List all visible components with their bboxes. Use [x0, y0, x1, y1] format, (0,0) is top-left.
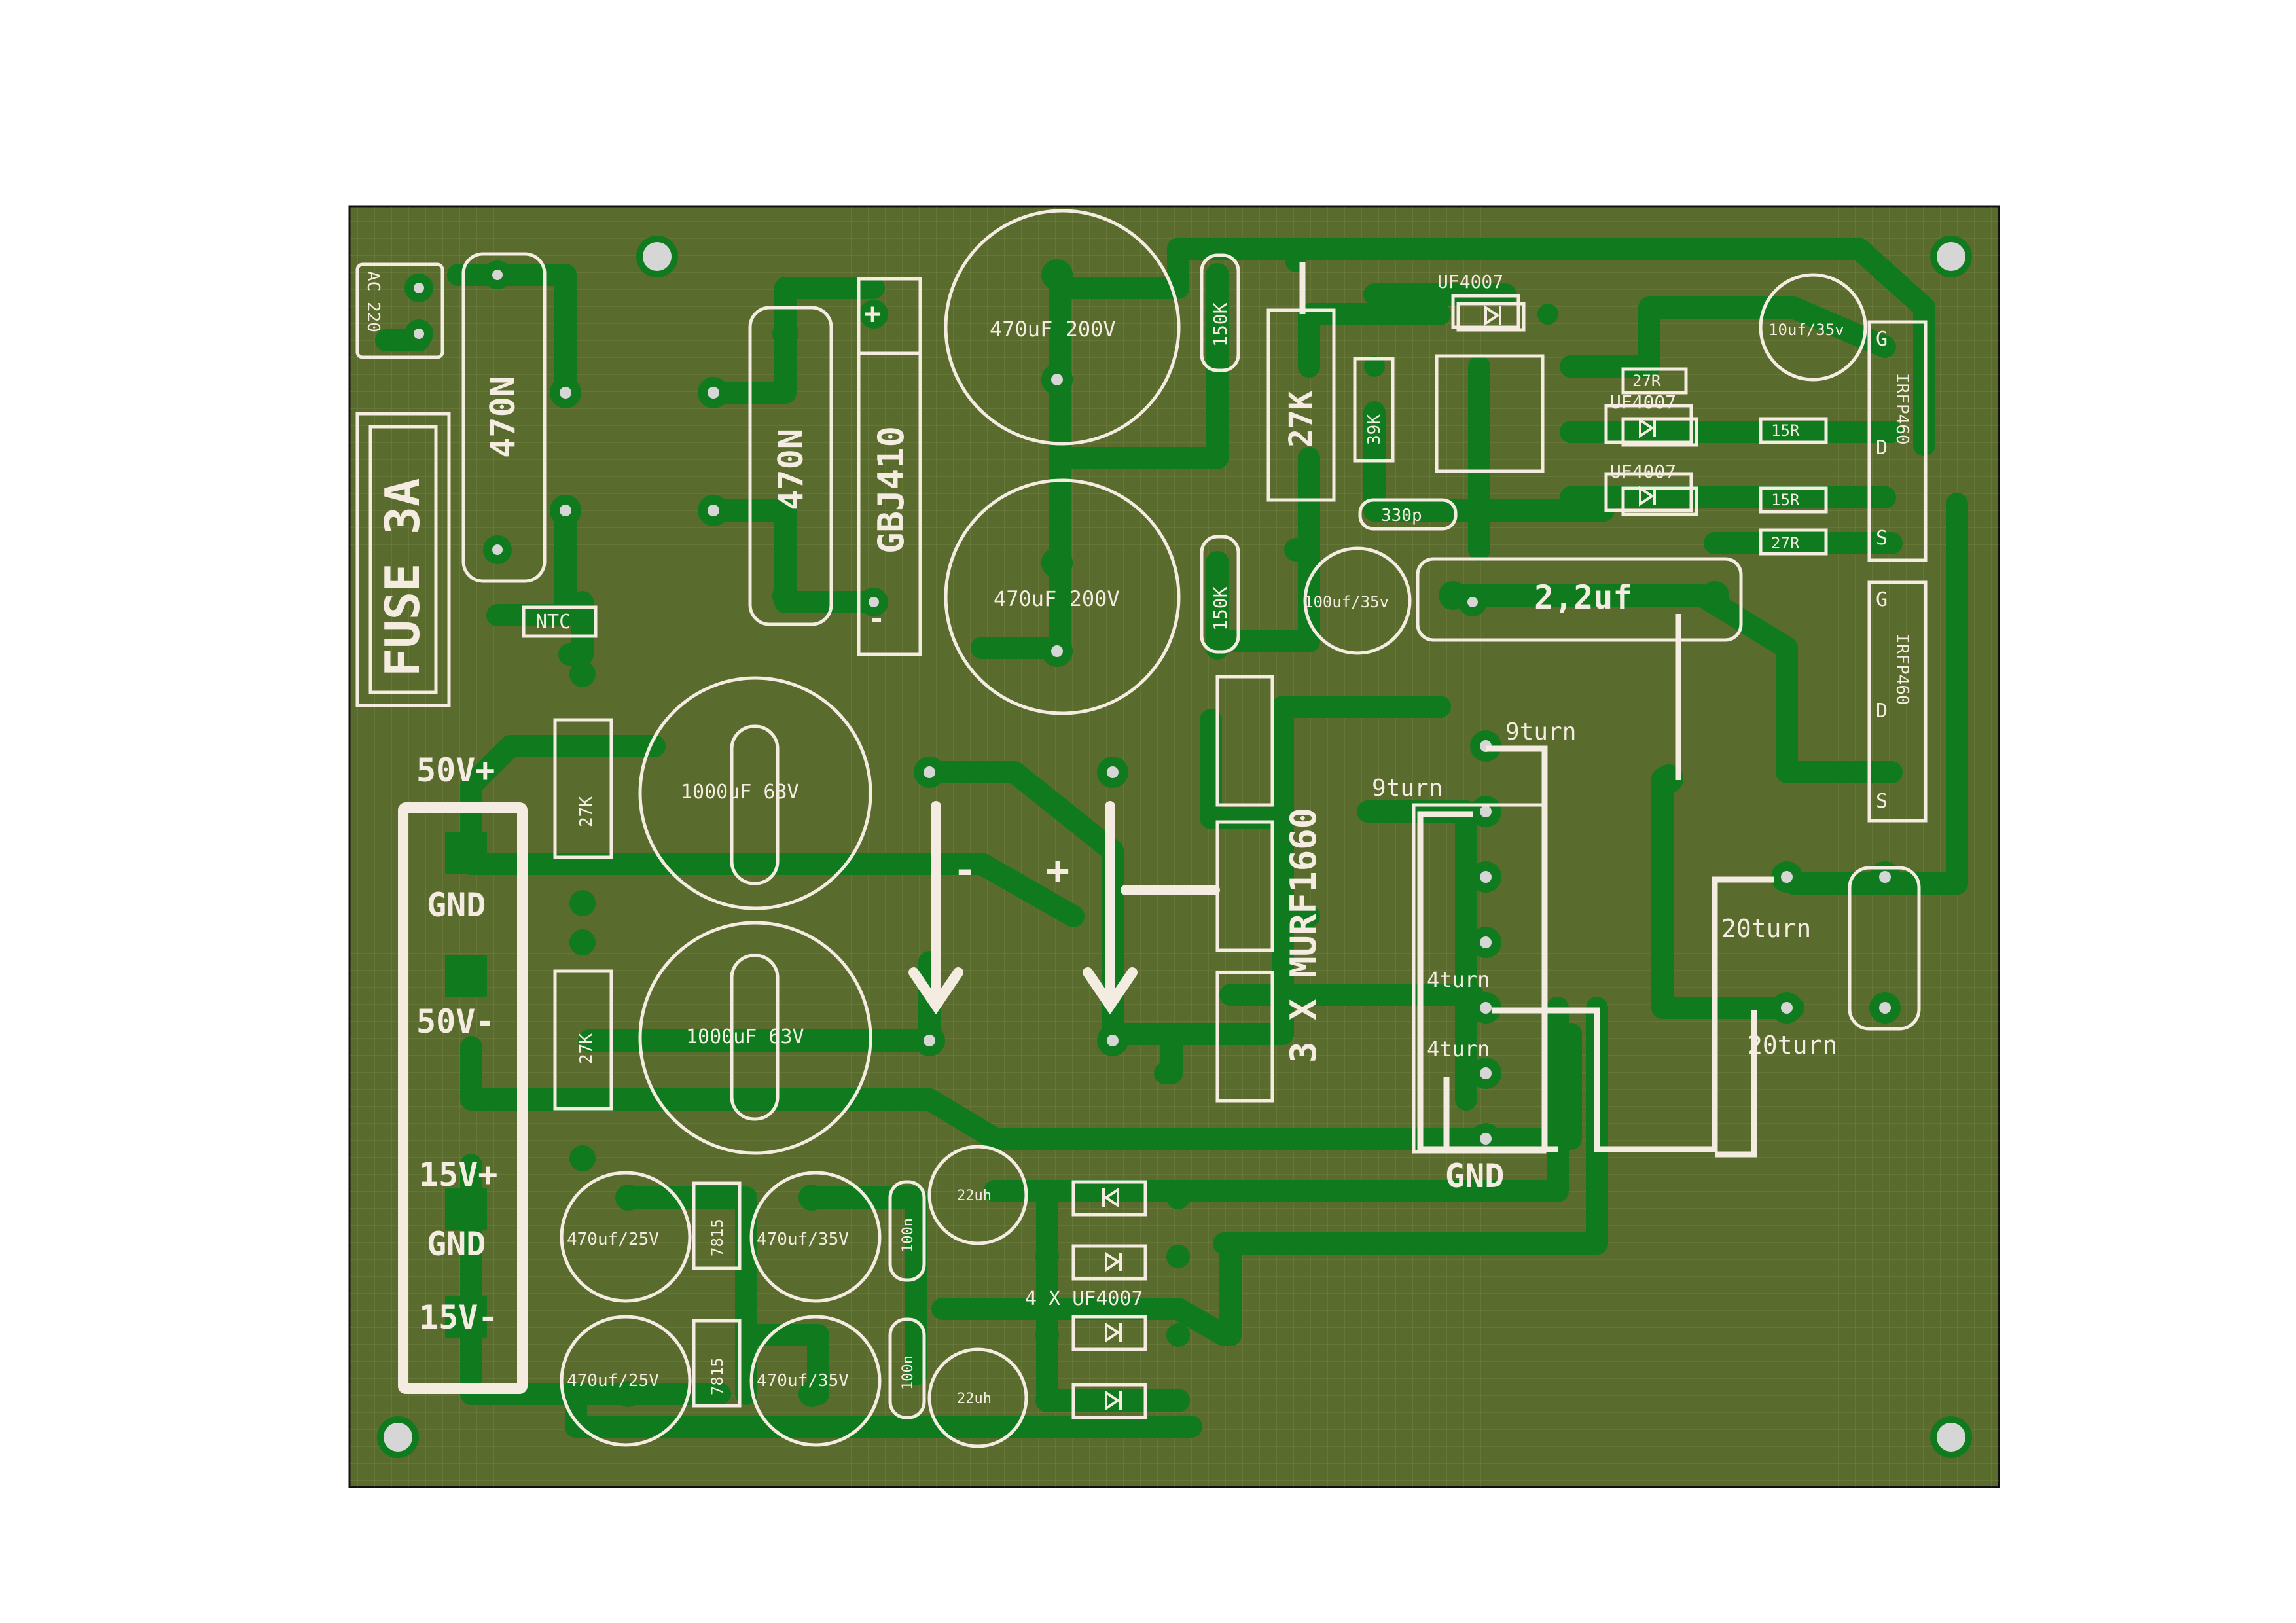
turn-9-a-label: 9turn — [1505, 719, 1576, 745]
rail-50v-pos-label: 50V+ — [416, 751, 495, 789]
rail-connector-outline — [398, 802, 528, 1394]
mounting-holes — [377, 236, 1972, 1458]
mosfet-bottom-label: IRFP460 — [1892, 633, 1912, 705]
res-150k-top-label: 150K — [1210, 302, 1231, 347]
rail-15v-neg-label: 15V- — [419, 1298, 497, 1336]
cap-470-25-bottom-label: 470uf/25V — [567, 1371, 659, 1391]
res-27k-top-label: 27K — [1283, 391, 1319, 448]
rail-50v-neg-label: 50V- — [416, 1003, 495, 1041]
silkscreen-outlines — [355, 209, 1928, 1448]
pad-holes — [414, 270, 1891, 1145]
cap-470-35-bottom-label: 470uf/35V — [757, 1371, 849, 1391]
rectifier-minus-label: - — [953, 847, 977, 893]
diode-mid2-label: UF4007 — [1610, 461, 1676, 482]
transformer-wires — [1299, 262, 1774, 1158]
bridge-plus-label: + — [864, 297, 882, 330]
res-27r-top-label: 27R — [1632, 372, 1661, 390]
res-27r-bottom-label: 27R — [1771, 534, 1800, 552]
res-27k-left-top-label: 27K — [577, 796, 596, 827]
ind-bottom-label: 22uh — [957, 1391, 992, 1407]
cap-100n-bottom-label: 100n — [900, 1355, 916, 1390]
res-39k-label: 39K — [1365, 414, 1384, 445]
cap-470-25-top-label: 470uf/25V — [567, 1230, 659, 1249]
mosfet-top-pin-s: S — [1876, 527, 1888, 550]
varistor-left-label: 470N — [484, 376, 523, 458]
board-grid — [350, 207, 1999, 1487]
cap-2-2uf-label: 2,2uf — [1534, 579, 1633, 616]
cap-330p-label: 330p — [1381, 506, 1422, 526]
res-15r-bottom-label: 15R — [1771, 491, 1800, 509]
ind-top-label: 22uh — [957, 1188, 992, 1204]
diode-mid1-label: UF4007 — [1610, 391, 1676, 413]
murf-label: 3 X MURF1660 — [1283, 808, 1324, 1063]
fuse-label: FUSE 3A — [375, 478, 430, 677]
mosfet-bottom-pin-s: S — [1876, 790, 1888, 813]
reg-top-label: 7815 — [708, 1219, 726, 1257]
cap-10uf-label: 10uf/35v — [1768, 321, 1844, 339]
turn-4-a-label: 4turn — [1427, 967, 1490, 992]
turn-9-b-label: 9turn — [1372, 775, 1443, 802]
rail-15v-pos-label: 15V+ — [419, 1156, 497, 1194]
res-150k-bottom-label: 150K — [1210, 586, 1231, 631]
ac-input-label: AC 220 — [363, 271, 383, 332]
varistor-mid-label: 470N — [772, 429, 811, 510]
rail-gnd-bottom-label: GND — [427, 1225, 486, 1263]
res-15r-top-label: 15R — [1771, 421, 1800, 440]
mosfet-bottom-pin-g: G — [1876, 588, 1888, 611]
mosfet-top-label: IRFP460 — [1892, 373, 1912, 445]
diode-symbols — [1102, 305, 1656, 1411]
cap-1000uf-bottom-label: 1000uF 63V — [686, 1026, 804, 1048]
cap-hv-bottom-label: 470uF 200V — [994, 586, 1120, 611]
bridge-label: GBJ410 — [870, 426, 912, 554]
ntc-label: NTC — [535, 611, 571, 633]
mosfet-top-pin-g: G — [1876, 328, 1888, 351]
res-27k-left-bottom-label: 27K — [577, 1033, 596, 1064]
turn-20-a-label: 20turn — [1721, 914, 1811, 943]
cap-1000uf-top-label: 1000uF 63V — [681, 781, 799, 804]
cap-470-35-top-label: 470uf/35V — [757, 1230, 849, 1249]
cap-hv-top-label: 470uF 200V — [990, 317, 1116, 342]
reg-bottom-label: 7815 — [708, 1357, 726, 1395]
rail-gnd-top-label: GND — [427, 886, 486, 924]
mosfet-bottom-pin-d: D — [1876, 700, 1888, 722]
rectifier-plus-label: + — [1046, 847, 1069, 893]
turn-20-b-label: 20turn — [1748, 1031, 1837, 1060]
rail-pads — [445, 832, 487, 1338]
cap-100uf-label: 100uf/35v — [1304, 593, 1389, 611]
turn-4-b-label: 4turn — [1427, 1037, 1490, 1061]
diodes-bottom-label: 4 X UF4007 — [1025, 1287, 1143, 1310]
bridge-minus-label: - — [868, 602, 886, 635]
arrows — [908, 801, 1220, 1015]
cap-100n-top-label: 100n — [900, 1218, 916, 1253]
diode-top-label: UF4007 — [1437, 271, 1503, 293]
gnd-transformer-label: GND — [1445, 1157, 1504, 1195]
mosfet-top-pin-d: D — [1876, 437, 1888, 459]
